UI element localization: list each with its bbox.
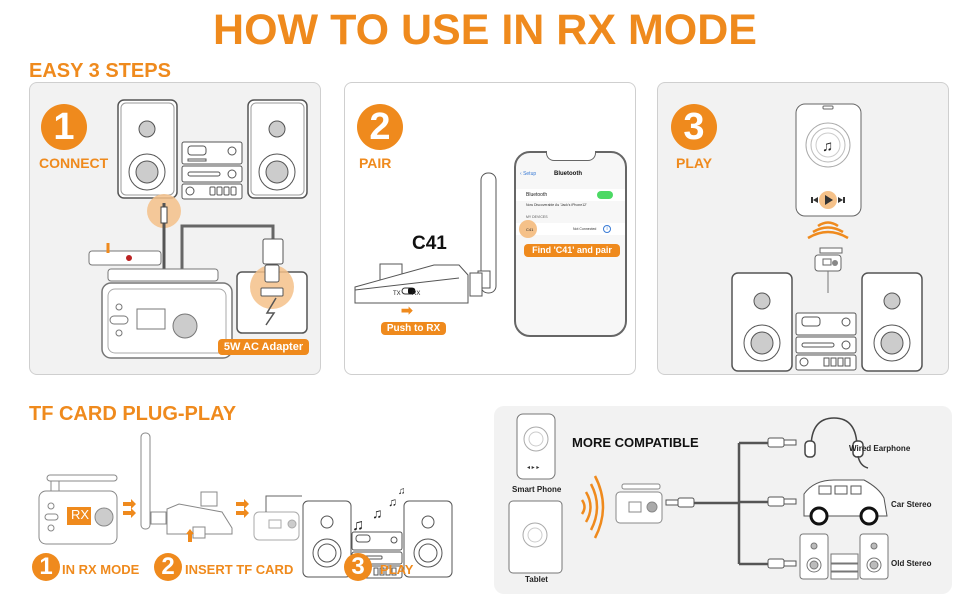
easy-steps-heading: EASY 3 STEPS: [29, 60, 171, 82]
compatible-panel: MORE COMPATIBLE ◂ ▸ ▸: [494, 406, 952, 594]
tf-step-3-number: 3: [344, 553, 372, 581]
phone-back-link: ‹ Setup: [520, 171, 537, 177]
smartphone-icon: ◂ ▸ ▸: [516, 413, 556, 480]
phone-screen-title: Bluetooth: [554, 171, 582, 177]
smartphone-label: Smart Phone: [512, 485, 562, 494]
tf-step-2-number: 2: [154, 553, 182, 581]
device-row-name: C41: [526, 227, 534, 232]
old-stereo-icon: [799, 533, 889, 580]
stereo-unit-icon: [181, 141, 243, 200]
discoverable-text: Now Discoverable As 'Jack's iPhone12': [526, 203, 587, 207]
receiver-small-icon: [253, 495, 302, 541]
device-row-status: Not Connected: [573, 227, 597, 231]
wireless-waves-icon: [580, 475, 605, 539]
receiver-device-icon: [88, 243, 233, 359]
device-model-label: C41: [412, 233, 447, 254]
arrow-right-icon: ➡: [401, 302, 413, 318]
play-illustration: ♫: [731, 103, 923, 372]
compatible-illustration: ◂ ▸ ▸: [508, 413, 889, 580]
aux-plug-icon: [665, 437, 797, 569]
music-notes-icon: ♫: [398, 486, 406, 497]
car-stereo-label: Car Stereo: [891, 500, 932, 509]
bluetooth-toggle: [597, 191, 613, 199]
phone-player-icon: ♫: [795, 103, 862, 217]
step-3-panel: 3 PLAY ♫: [657, 82, 949, 375]
speaker-right-icon: [247, 99, 308, 199]
rx-display: RX: [70, 507, 90, 522]
pair-illustration: [354, 172, 497, 304]
audio-cable: [682, 441, 769, 566]
receiver-small-icon: [615, 483, 663, 524]
switch-tx-label: TX: [393, 291, 401, 297]
step-2-number: 2: [357, 104, 403, 150]
tf-step-2-label: INSERT TF CARD: [185, 562, 294, 577]
receiver-device-icon: [38, 474, 118, 545]
wired-earphone-label: Wired Earphone: [849, 444, 911, 453]
tf-card-heading: TF CARD PLUG-PLAY: [29, 403, 237, 425]
speaker-left-icon: [731, 272, 793, 372]
music-notes-icon: ♫: [372, 505, 383, 521]
step-1-panel: 1 CONNECT: [29, 82, 321, 375]
device-row-c41: C41 Not Connected i: [516, 220, 625, 238]
page-title: HOW TO USE IN RX MODE: [213, 6, 757, 54]
my-devices-heading: MY DEVICES: [526, 215, 548, 219]
phone-mockup: ‹ Setup Bluetooth Bluetooth Now Discover…: [514, 151, 627, 337]
device-highlight: [519, 220, 537, 238]
info-icon: i: [603, 225, 611, 233]
tf-card-illustration: ♫ ♫ ♫ ♫: [38, 432, 453, 579]
receiver-small-icon: [814, 247, 843, 293]
ac-adapter-icon: [236, 264, 308, 334]
tablet-icon: [508, 500, 563, 574]
arrows-icon: [236, 499, 249, 518]
step-3-number: 3: [671, 104, 717, 150]
step-1-label: CONNECT: [39, 155, 109, 171]
headphones-icon: [804, 417, 869, 469]
speaker-left-icon: [117, 99, 178, 199]
speaker-right-icon: [861, 272, 923, 372]
car-icon: [803, 479, 888, 526]
step-2-panel: 2 PAIR C41 TX RX ➡ Push to RX ‹ Setup Bl…: [344, 82, 636, 375]
svg-text:♫: ♫: [822, 138, 833, 155]
tf-step-1-label: IN RX MODE: [62, 562, 140, 577]
bluetooth-row-label: Bluetooth: [526, 192, 548, 198]
transmitter-device-icon: [140, 432, 233, 542]
tf-step-3-label: PLAY: [380, 562, 414, 577]
stereo-unit-icon: [795, 312, 857, 371]
music-notes-icon: ♫: [352, 517, 364, 534]
svg-text:◂ ▸ ▸: ◂ ▸ ▸: [527, 465, 539, 471]
phone-notch: [546, 151, 596, 161]
tablet-label: Tablet: [525, 575, 548, 584]
switch-rx-label: RX: [412, 291, 421, 297]
speaker-left-icon: [302, 500, 352, 578]
speaker-right-icon: [403, 500, 453, 578]
tf-step-1-number: 1: [32, 553, 60, 581]
ac-adapter-tag: 5W AC Adapter: [218, 339, 309, 355]
push-to-rx-tag: Push to RX: [381, 322, 446, 335]
compatible-heading: MORE COMPATIBLE: [572, 435, 699, 450]
old-stereo-label: Old Stereo: [891, 559, 932, 568]
bluetooth-row: Bluetooth: [516, 189, 625, 201]
step-1-number: 1: [41, 104, 87, 150]
arrows-icon: [123, 499, 136, 518]
music-notes-icon: ♫: [388, 495, 397, 509]
step-3-label: PLAY: [676, 155, 713, 171]
step-2-label: PAIR: [359, 155, 392, 171]
connect-illustration: [88, 99, 308, 359]
find-device-callout: Find 'C41' and pair: [524, 244, 620, 257]
wireless-waves-icon: [807, 221, 849, 240]
